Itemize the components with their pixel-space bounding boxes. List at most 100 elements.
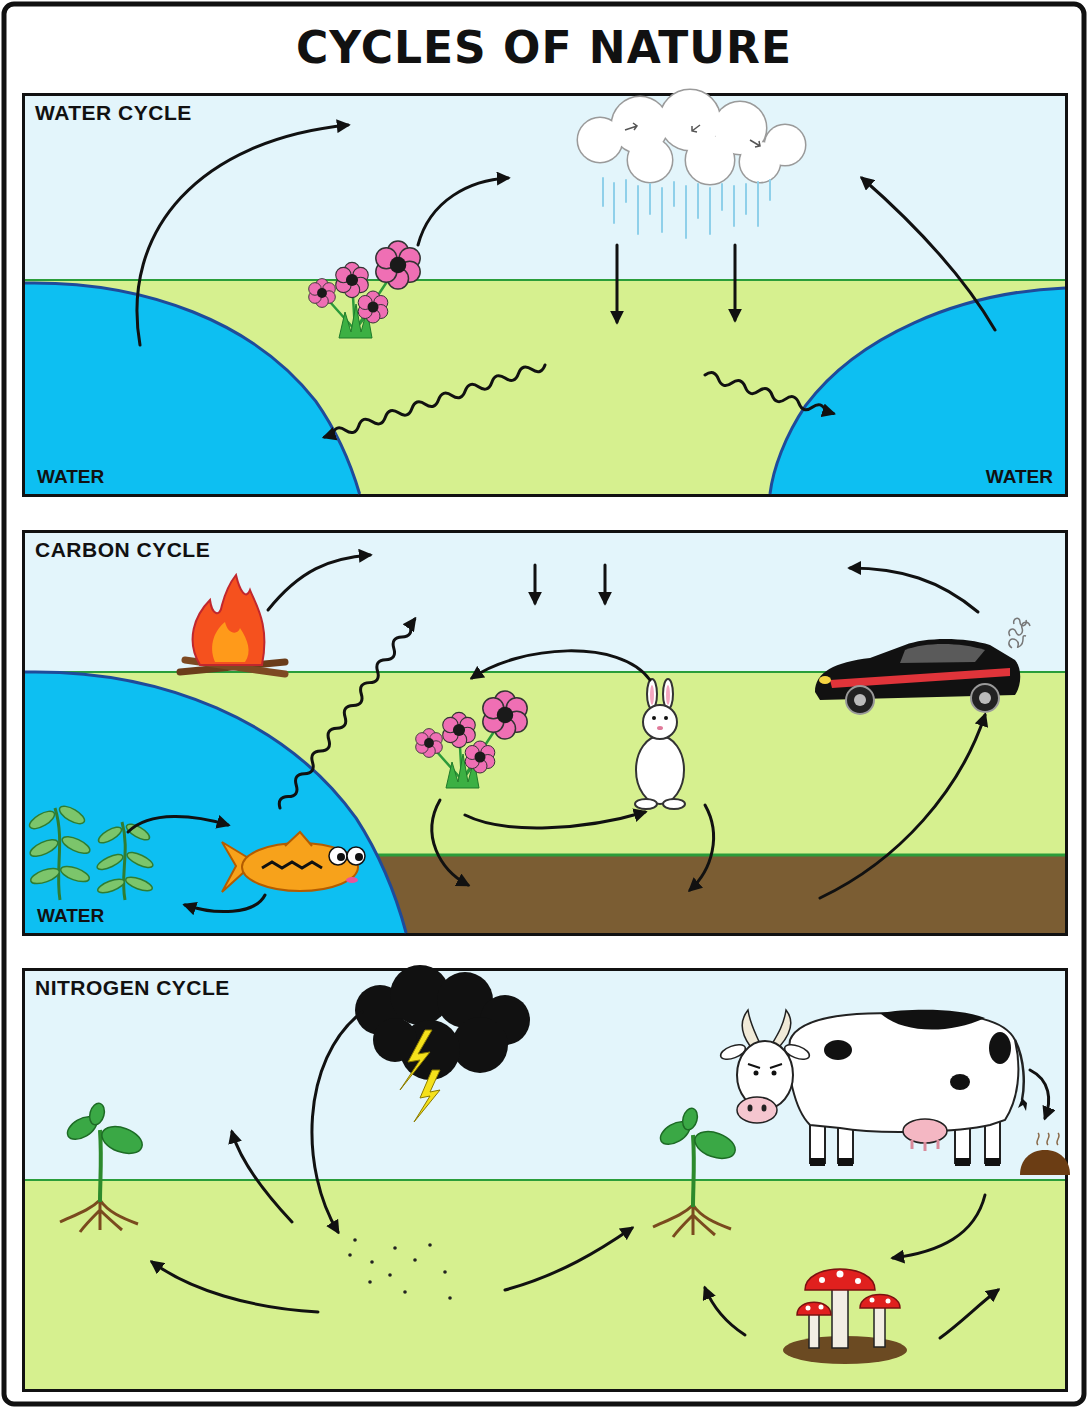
title-holder: CYCLES OF NATURE: [0, 22, 1088, 73]
rain-cloud: [578, 90, 805, 184]
rain-cloud: [750, 140, 760, 147]
flowers: [416, 691, 528, 788]
mushrooms: [806, 1271, 891, 1311]
rain-cloud: [578, 118, 622, 162]
cow: [880, 1010, 985, 1030]
rain: [673, 182, 675, 206]
combustion-arrow: [268, 555, 370, 610]
rain: [709, 188, 711, 234]
food-chain-arrow: [472, 651, 650, 680]
exhaust: [1009, 622, 1030, 636]
cow: [985, 1115, 1000, 1163]
soil-nitrogen: [428, 1243, 432, 1247]
fish: [346, 877, 358, 883]
plant: [60, 1102, 146, 1232]
fish: [337, 853, 345, 861]
fixation-arrow: [312, 1012, 362, 1232]
decomposition-arrow: [893, 1195, 985, 1258]
cow: [719, 1010, 1027, 1166]
rain: [769, 180, 771, 200]
rain-cloud: [740, 142, 780, 182]
seaweed: [57, 803, 87, 827]
mushrooms: [832, 1288, 848, 1348]
cow: [810, 1115, 825, 1163]
fish: [222, 832, 365, 892]
dung-arrow: [1030, 1070, 1049, 1118]
cow: [719, 1042, 748, 1062]
cow: [748, 1105, 753, 1112]
nitrogen-cycle-ground: [22, 968, 1068, 1180]
panel-heading: CARBON CYCLE: [35, 538, 210, 562]
soil-nitrogen: [393, 1246, 397, 1250]
cow: [742, 1010, 760, 1046]
cow: [838, 1115, 853, 1163]
carbon-cycle-ground: [22, 530, 1068, 672]
cow: [912, 1140, 938, 1151]
rabbit: [635, 799, 657, 809]
fossil-fuel-arrow: [820, 715, 985, 898]
page-frame: [4, 4, 1084, 1404]
plant: [60, 1102, 146, 1232]
storm-cloud: [400, 1020, 460, 1080]
flowers: [309, 241, 421, 338]
decay-arrow: [432, 800, 468, 885]
cow: [772, 1071, 777, 1076]
lightning: [400, 1030, 432, 1090]
storm-cloud: [480, 995, 530, 1045]
rabbit: [650, 685, 654, 705]
lightning: [400, 1030, 440, 1122]
decay-arrow: [432, 800, 714, 890]
mushrooms: [874, 1305, 885, 1347]
emission-arrow: [850, 568, 978, 612]
decomposition-arrow: [940, 1290, 998, 1338]
water-outline: [25, 283, 360, 494]
dung: [1037, 1133, 1059, 1145]
cow: [955, 1158, 970, 1166]
precipitation-arrow: [617, 245, 735, 322]
rain-cloud: [660, 90, 720, 150]
rain-cloud: [660, 90, 720, 150]
cycle-panel: CARBON CYCLEWATER: [22, 530, 1068, 936]
cow: [737, 1041, 793, 1109]
car: [815, 639, 1020, 714]
cow: [903, 1119, 947, 1143]
storm-cloud: [355, 965, 530, 1080]
fossil-fuel-arrow: [820, 715, 985, 898]
dung: [1020, 1133, 1070, 1175]
rabbit: [664, 716, 668, 720]
cow: [783, 1042, 812, 1062]
water-label: WATER: [986, 466, 1053, 488]
soil-nitrogen: [443, 1270, 447, 1274]
rain-cloud: [578, 118, 622, 162]
water-fill: [25, 672, 406, 933]
mushrooms: [860, 1295, 900, 1309]
seaweed: [124, 875, 154, 894]
rain-cloud: [578, 90, 805, 184]
mushrooms: [819, 1305, 824, 1310]
cycle-panel: NITROGEN CYCLE: [22, 968, 1068, 1392]
food-chain-arrow: [465, 651, 650, 828]
fish: [262, 862, 322, 868]
soil-nitrogen: [403, 1290, 407, 1294]
co2-down-arrow: [535, 565, 605, 603]
fish: [347, 847, 365, 865]
mushrooms: [809, 1312, 819, 1348]
runoff-arrow: [323, 361, 835, 442]
ocean-release-arrow: [276, 617, 418, 811]
water-fill: [25, 283, 360, 494]
cycle-panel: WATER CYCLEWATERWATER: [22, 93, 1068, 497]
ocean-cycle-arrow: [185, 895, 265, 912]
seaweed: [96, 877, 126, 896]
runoff-arrow: [323, 361, 546, 442]
storm-cloud: [355, 985, 405, 1035]
food-chain-arrow: [465, 812, 645, 828]
water-shape: [25, 672, 410, 933]
storm-cloud: [437, 972, 493, 1028]
rain: [602, 178, 604, 206]
lightning: [414, 1070, 440, 1122]
campfire: [180, 575, 285, 674]
nitrogen-cycle-ground: [22, 1179, 1068, 1181]
title: CYCLES OF NATURE: [296, 22, 792, 73]
plant: [653, 1107, 739, 1237]
